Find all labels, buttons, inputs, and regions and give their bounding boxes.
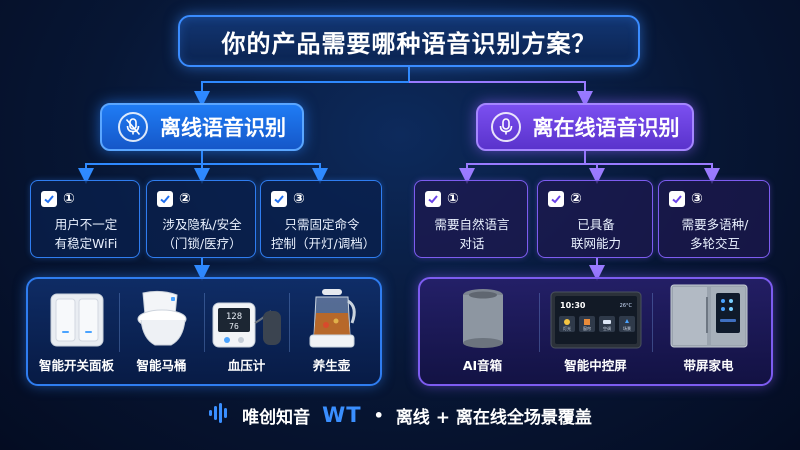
requirement-number: ① (63, 191, 75, 207)
sound-wave-icon (208, 402, 230, 428)
brand-name: 唯创知音 (242, 407, 311, 428)
slogan-text: 离线 + 离在线全场景覆盖 (395, 407, 592, 428)
branch-online-label: 离在线语音识别 (532, 116, 680, 140)
requirement-card-offline-2: ② 涉及隐私/安全 （门锁/医疗） (146, 180, 256, 258)
requirement-number: ③ (691, 191, 703, 207)
screen-temperature: 26°C (619, 303, 632, 309)
screen-tiles: 灯光 窗帘 空调 场景 (558, 316, 635, 332)
requirement-card-offline-1: ① 用户不一定 有稳定WiFi (30, 180, 140, 258)
product-name: 智能马桶 (136, 358, 187, 373)
control-screen-icon: 10:30 26°C 灯光 窗帘 空调 场景 (550, 287, 642, 349)
brand-logo: WT (322, 403, 362, 427)
requirement-text: 需要自然语言 对话 (434, 217, 510, 251)
svg-text:128: 128 (225, 312, 241, 322)
product-smart-toilet: 智能马桶 (119, 279, 204, 374)
health-kettle-icon (304, 287, 360, 349)
requirement-text: 涉及隐私/安全 （门锁/医疗） (162, 217, 242, 251)
smart-toilet-icon (131, 287, 193, 349)
requirement-number: ① (447, 191, 459, 207)
product-control-screen: 10:30 26°C 灯光 窗帘 空调 场景 (539, 279, 652, 374)
screen-tile-label: 空调 (603, 325, 611, 331)
checkbox-checked-icon (271, 191, 287, 207)
checkbox-checked-icon (548, 191, 564, 207)
requirement-card-online-3: ③ 需要多语种/ 多轮交互 (658, 180, 770, 258)
product-name: 养生壶 (312, 358, 351, 373)
product-screen-appliance: 带屏家电 (652, 279, 765, 374)
requirement-text: 需要多语种/ 多轮交互 (681, 217, 749, 251)
product-name: 带屏家电 (683, 358, 734, 373)
checkbox-checked-icon (669, 191, 685, 207)
screen-time: 10:30 (560, 301, 586, 310)
screen-tile-label: 灯光 (563, 325, 571, 331)
checkbox-checked-icon (41, 191, 57, 207)
branch-online: 离在线语音识别 (476, 103, 694, 151)
product-name: 血压计 (227, 358, 266, 373)
separator: • (373, 405, 384, 425)
product-ai-speaker: AI音箱 (426, 279, 539, 374)
product-health-kettle: 养生壶 (289, 279, 374, 374)
page-title: 你的产品需要哪种语音识别方案？ (178, 15, 640, 67)
offline-products-panel: 智能开关面板 智能马桶 128 76 (26, 277, 382, 386)
screen-fridge-icon (669, 284, 749, 349)
online-products-panel: AI音箱 10:30 26°C (418, 277, 773, 386)
footer-slogan: 唯创知音 WT • 离线 + 离在线全场景覆盖 (0, 395, 800, 435)
product-name: 智能开关面板 (38, 358, 114, 373)
checkbox-checked-icon (425, 191, 441, 207)
screen-tile-label: 场景 (623, 325, 631, 331)
smart-speaker-icon (459, 287, 507, 349)
microphone-icon (490, 112, 521, 142)
svg-text:76: 76 (229, 322, 239, 331)
requirement-text: 已具备 联网能力 (570, 217, 621, 251)
requirement-number: ② (179, 191, 191, 207)
product-switch-panel: 智能开关面板 (34, 279, 119, 374)
requirement-text: 只需固定命令 控制（开灯/调档） (271, 217, 376, 251)
blood-pressure-monitor-icon: 128 76 (211, 287, 283, 349)
checkbox-checked-icon (157, 191, 173, 207)
microphone-off-icon (118, 112, 148, 142)
product-name: AI音箱 (462, 358, 503, 373)
requirement-card-offline-3: ③ 只需固定命令 控制（开灯/调档） (260, 180, 382, 258)
requirement-number: ③ (293, 191, 305, 207)
requirement-number: ② (570, 191, 582, 207)
switch-panel-icon (48, 287, 106, 349)
requirement-card-online-1: ① 需要自然语言 对话 (414, 180, 528, 258)
branch-offline-label: 离线语音识别 (160, 116, 286, 140)
screen-tile-label: 窗帘 (583, 325, 591, 331)
requirement-card-online-2: ② 已具备 联网能力 (537, 180, 653, 258)
product-name: 智能中控屏 (564, 358, 627, 373)
requirement-text: 用户不一定 有稳定WiFi (54, 217, 118, 251)
branch-offline: 离线语音识别 (100, 103, 304, 151)
product-blood-pressure-monitor: 128 76 血压计 (204, 279, 289, 374)
